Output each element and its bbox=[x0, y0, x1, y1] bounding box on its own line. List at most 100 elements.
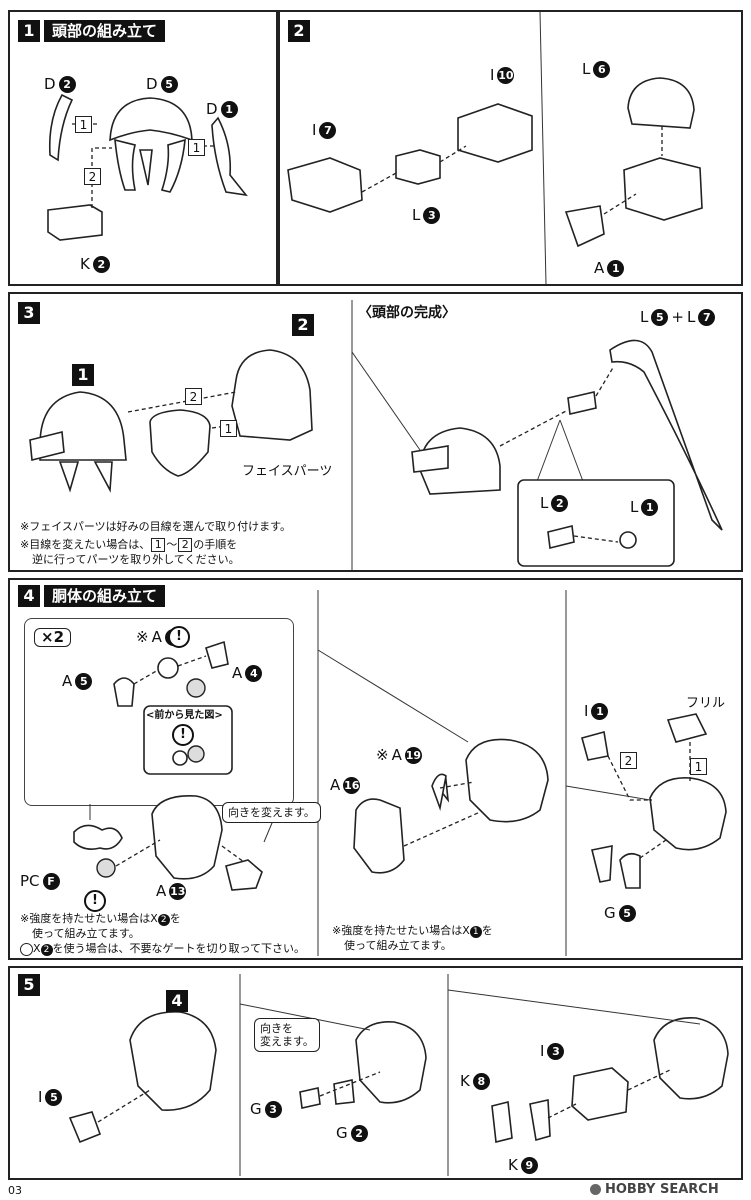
part-letter: A bbox=[594, 259, 605, 277]
step4-number: 4 bbox=[18, 585, 40, 607]
page-number: 03 bbox=[8, 1184, 22, 1197]
part-letter: I bbox=[584, 702, 589, 720]
part-letter: L bbox=[630, 498, 639, 516]
note-text: ※強度を持たせたい場合はX bbox=[20, 912, 158, 925]
turn-direction-bubble-5: 向きを 変えます。 bbox=[254, 1018, 320, 1052]
part-number: 1 bbox=[591, 702, 609, 720]
step3-note-1: ※フェイスパーツは好みの目線を選んで取り付けます。 bbox=[20, 520, 292, 533]
part-letter: K bbox=[460, 1072, 470, 1090]
front-view-label: <前から見た図> bbox=[146, 710, 223, 721]
part-letter: I bbox=[38, 1088, 43, 1106]
scissors-icon bbox=[20, 942, 33, 956]
step5-ref-4: 4 bbox=[166, 990, 188, 1012]
note-text: の手順を bbox=[193, 538, 238, 551]
step2-number: 2 bbox=[288, 20, 310, 42]
note-mark: ※ bbox=[376, 746, 389, 764]
part-number: 5 bbox=[651, 308, 669, 326]
part-number: 5 bbox=[45, 1088, 63, 1106]
step1-number: 1 bbox=[18, 20, 40, 42]
note-text: を使う場合は、不要なゲートを切り取って下さい。 bbox=[52, 942, 305, 955]
part-letter: L bbox=[412, 206, 421, 224]
note-text: 〜 bbox=[166, 538, 178, 551]
part-number: 3 bbox=[264, 1100, 282, 1118]
note-text: を bbox=[169, 912, 181, 925]
note-text: ※目線を変えたい場合は、 bbox=[20, 538, 151, 551]
step3-number: 3 bbox=[18, 302, 40, 324]
part-number: 13 bbox=[169, 882, 187, 900]
note-mark: ※ bbox=[136, 628, 149, 646]
step3-note-3: 逆に行ってパーツを取り外してください。 bbox=[32, 553, 240, 566]
part-letter: K bbox=[80, 255, 90, 273]
note-text: X bbox=[33, 942, 41, 955]
step4-title: 胴体の組み立て bbox=[44, 585, 166, 607]
part-number: 2 bbox=[58, 75, 76, 93]
part-number: 19 bbox=[404, 746, 422, 764]
part-number: 2 bbox=[157, 914, 170, 926]
part-number: 1 bbox=[220, 100, 238, 118]
part-number: 10 bbox=[497, 66, 515, 84]
part-letter: D bbox=[44, 75, 56, 93]
part-letter: A bbox=[391, 746, 402, 764]
plus-sign: + bbox=[671, 308, 684, 326]
step1-order-1a: 1 bbox=[75, 116, 92, 133]
part-number: 5 bbox=[618, 904, 636, 922]
step3-note-2: ※目線を変えたい場合は、 1 〜 2 の手順を bbox=[20, 538, 237, 552]
part-letter: G bbox=[336, 1124, 348, 1142]
warning-icon: ! bbox=[84, 890, 106, 912]
part-number: 1 bbox=[641, 498, 659, 516]
part-letter: D bbox=[146, 75, 158, 93]
step1-order-1b: 1 bbox=[188, 139, 205, 156]
part-number: 9 bbox=[520, 1156, 538, 1174]
step3-ref-2: 2 bbox=[292, 314, 314, 336]
step3-order-2: 2 bbox=[185, 388, 202, 405]
turn-direction-bubble: 向きを変えます。 bbox=[222, 802, 321, 823]
note-text: ※強度を持たせたい場合はX bbox=[332, 924, 470, 937]
step4-order-1: 1 bbox=[690, 758, 707, 775]
part-number: 6 bbox=[593, 60, 611, 78]
step1-title: 頭部の組み立て bbox=[44, 20, 166, 42]
part-number: 2 bbox=[551, 494, 569, 512]
face-parts-label: フェイスパーツ bbox=[242, 464, 333, 479]
step3-order-1: 1 bbox=[220, 420, 237, 437]
part-letter: A bbox=[151, 628, 162, 646]
part-number: 2 bbox=[40, 944, 53, 956]
part-letter: A bbox=[232, 664, 243, 682]
frill-label: フリル bbox=[686, 696, 726, 711]
part-letter: A bbox=[330, 776, 341, 794]
watermark-icon bbox=[590, 1184, 601, 1195]
watermark-logo: HOBBY SEARCH bbox=[590, 1182, 719, 1197]
part-number: 3 bbox=[547, 1042, 565, 1060]
part-number: 7 bbox=[319, 121, 337, 139]
part-letter: L bbox=[640, 308, 649, 326]
part-letter: L bbox=[582, 60, 591, 78]
part-number: 1 bbox=[607, 259, 625, 277]
part-number: 5 bbox=[160, 75, 178, 93]
part-letter: G bbox=[604, 904, 616, 922]
part-number: 1 bbox=[469, 926, 482, 938]
note-step-ref: 1 bbox=[151, 538, 166, 552]
part-letter: PC bbox=[20, 872, 40, 890]
part-letter: I bbox=[312, 121, 317, 139]
step3-ref-1: 1 bbox=[72, 364, 94, 386]
